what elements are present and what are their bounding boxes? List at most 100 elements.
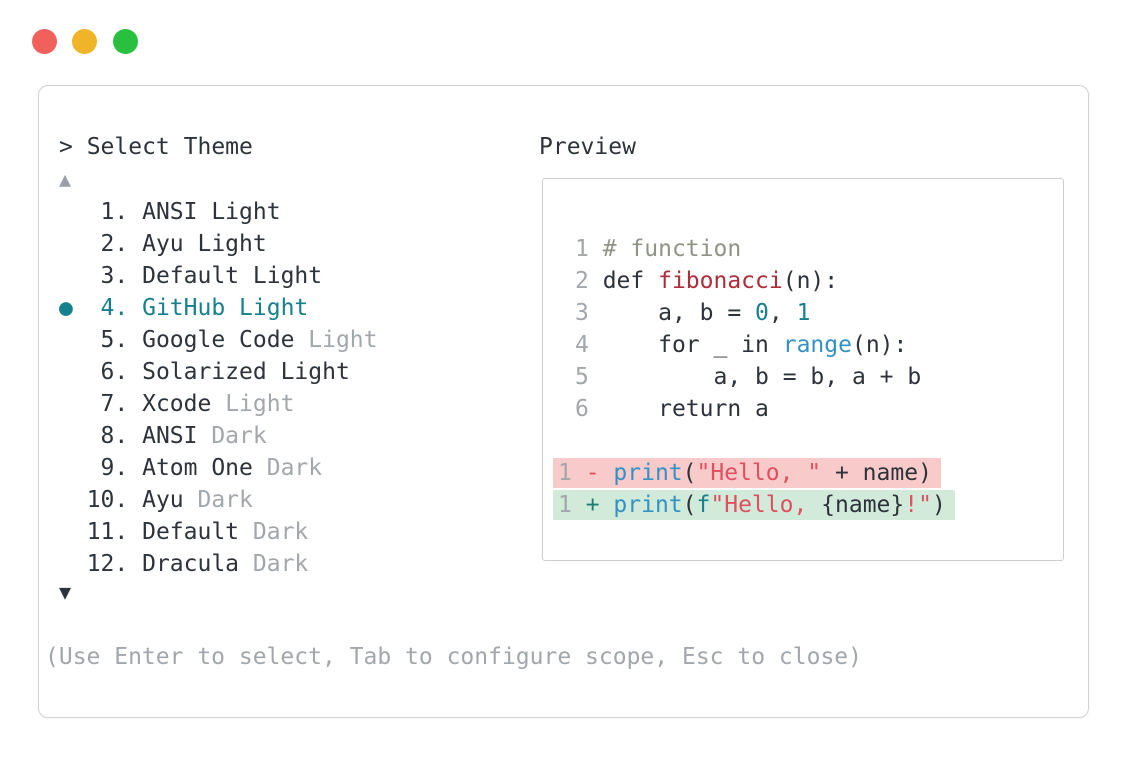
line-number: 1 [558,460,586,486]
theme-label: Default [142,519,240,545]
theme-number: 8. [86,423,143,449]
marker-space [59,391,87,417]
theme-option-xcode-light[interactable]: 7. Xcode Light [59,388,378,420]
scroll-up-icon[interactable]: ▲ [59,167,72,191]
selected-bullet-icon: ● [59,295,87,321]
marker-space [59,487,87,513]
line-number: 6 [575,396,603,422]
theme-variant-label: Dark [239,551,309,577]
code-token: # function [602,236,742,262]
line-number: 3 [575,300,603,326]
theme-number: 11. [86,519,143,545]
theme-label: Solarized Light [142,359,350,385]
diff-line-added: 1 + print(f"Hello, {name}!") [543,489,1063,521]
theme-picker-panel: > Select Theme Preview ▲ 1. ANSI Light 2… [38,85,1089,718]
marker-space [59,231,87,257]
line-number: 1 [575,236,603,262]
code-token: !" [904,492,932,518]
theme-variant-label: Dark [252,455,323,481]
theme-option-ansi-light[interactable]: 1. ANSI Light [59,196,378,228]
minimize-button[interactable] [72,29,97,54]
marker-space [59,423,87,449]
theme-number: 2. [86,231,143,257]
marker-space [59,359,87,385]
theme-number: 1. [86,199,143,225]
theme-option-ansi-dark[interactable]: 8. ANSI Dark [59,420,378,452]
diff-sign: + [585,492,614,518]
code-token: a, b = b, a + b [602,364,922,390]
scroll-down-icon[interactable]: ▼ [59,580,72,604]
close-button[interactable] [32,29,57,54]
code-token: 0 [755,300,769,326]
theme-variant-label: Dark [183,487,253,513]
code-token: ( [682,492,697,518]
theme-label: Atom One [142,455,253,481]
marker-space [59,199,87,225]
code-token: {name} [821,492,905,518]
code-token: for _ in [602,332,783,358]
code-line: 3 a, b = 0, 1 [543,297,1063,329]
preview-heading: Preview [539,134,636,160]
diff-sign: - [585,460,614,486]
theme-number: 5. [86,327,143,353]
code-line: 1 # function [543,233,1063,265]
code-token: range [782,332,852,358]
theme-variant-label: Light [294,327,378,353]
code-token: def [602,268,659,294]
theme-option-default-dark[interactable]: 11. Default Dark [59,516,378,548]
line-number: 4 [575,332,603,358]
theme-option-github-light[interactable]: ● 4. GitHub Light [59,292,378,324]
theme-option-default-light[interactable]: 3. Default Light [59,260,378,292]
theme-option-solarized-light[interactable]: 6. Solarized Light [59,356,378,388]
diff-line-removed: 1 - print("Hello, " + name) [543,457,1063,489]
keyboard-hint: (Use Enter to select, Tab to configure s… [45,644,862,670]
blank-line [543,425,1063,457]
page-title: > Select Theme [59,134,253,160]
theme-label: Dracula [142,551,240,577]
code-token: (n): [782,268,839,294]
marker-space [59,327,87,353]
theme-list: 1. ANSI Light 2. Ayu Light 3. Default Li… [59,196,378,580]
theme-label: GitHub Light [142,295,309,321]
code-token: fibonacci [658,268,783,294]
theme-label: Google Code [142,327,295,353]
zoom-button[interactable] [113,29,138,54]
marker-space [59,455,87,481]
code-token: "Hello, [710,492,822,518]
diff-highlight-removed: 1 - print("Hello, " + name) [553,458,941,488]
theme-number: 9. [86,455,143,481]
theme-number: 4. [86,295,143,321]
code-token: print [613,460,683,486]
code-token: 1 [796,300,811,326]
marker-space [59,519,87,545]
code-line: 2 def fibonacci(n): [543,265,1063,297]
diff-highlight-added: 1 + print(f"Hello, {name}!") [553,490,955,520]
marker-space [59,551,87,577]
code-token: "Hello, " [696,460,822,486]
marker-space [59,263,87,289]
code-token: + name) [821,460,932,486]
theme-option-dracula-dark[interactable]: 12. Dracula Dark [59,548,378,580]
theme-variant-label: Light [211,391,295,417]
code-line: 6 return a [543,393,1063,425]
theme-option-google-code-light[interactable]: 5. Google Code Light [59,324,378,356]
theme-option-ayu-dark[interactable]: 10. Ayu Dark [59,484,378,516]
theme-option-atom-one-dark[interactable]: 9. Atom One Dark [59,452,378,484]
theme-label: Default Light [142,263,323,289]
code-line: 5 a, b = b, a + b [543,361,1063,393]
code-token: ) [931,492,946,518]
theme-label: ANSI Light [142,199,281,225]
code-token: print [613,492,683,518]
theme-number: 3. [86,263,143,289]
theme-variant-label: Dark [197,423,267,449]
theme-label: Ayu Light [142,231,267,257]
code-token: return a [602,396,769,422]
code-line: 4 for _ in range(n): [543,329,1063,361]
theme-label: Ayu [142,487,184,513]
theme-number: 7. [86,391,143,417]
theme-number: 12. [86,551,143,577]
theme-option-ayu-light[interactable]: 2. Ayu Light [59,228,378,260]
